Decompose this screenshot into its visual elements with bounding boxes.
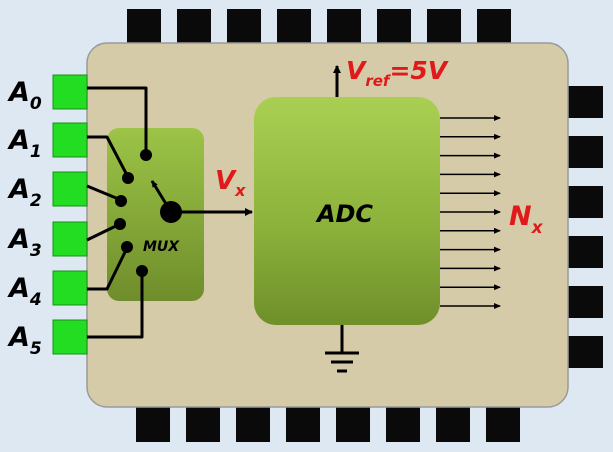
chip-pin-bottom	[236, 407, 270, 442]
input-label-a4: A4	[7, 273, 42, 310]
mux-label: MUX	[143, 239, 180, 255]
input-label-a5: A5	[7, 322, 42, 359]
input-label-sub: 5	[30, 339, 42, 359]
input-label-base: A	[7, 273, 30, 304]
wire-a4	[87, 247, 129, 291]
input-label-base: A	[7, 224, 30, 255]
wire-a0	[87, 86, 148, 155]
chip-pin-right	[568, 286, 603, 318]
chip-pin-right	[568, 336, 603, 368]
chip-pin-bottom	[186, 407, 220, 442]
input-pins	[52, 74, 88, 355]
input-pin-a3	[52, 221, 88, 257]
mux-common-node	[160, 201, 182, 223]
wire-a2	[86, 184, 122, 202]
mux-contact-4	[121, 241, 133, 253]
input-wires	[86, 86, 148, 339]
vx-label: Vx	[215, 166, 246, 200]
chip-pin-bottom	[486, 407, 520, 442]
nx-label: Nx	[509, 201, 544, 238]
vref-value: =5V	[389, 56, 448, 85]
chip-pin-top	[327, 9, 361, 43]
vref-label: Vref=5V	[346, 56, 449, 90]
ground-symbol	[325, 325, 359, 373]
chip-pin-right	[568, 236, 603, 268]
wire-a1	[87, 135, 130, 178]
input-label-a0: A0	[7, 77, 42, 114]
mux-contact-2	[115, 195, 127, 207]
input-label-a2: A2	[7, 174, 42, 211]
input-label-sub: 0	[30, 94, 42, 114]
mux-contact-3	[114, 218, 126, 230]
chip-pin-top	[427, 9, 461, 43]
input-label-a1: A1	[7, 125, 42, 162]
input-label-base: A	[7, 125, 30, 156]
vref-sub: ref	[365, 72, 392, 90]
chip-pin-bottom	[286, 407, 320, 442]
chip-pin-right	[568, 136, 603, 168]
chip-pin-top	[177, 9, 211, 43]
input-label-a3: A3	[7, 224, 42, 261]
input-label-base: A	[7, 322, 30, 353]
chip-pin-bottom	[436, 407, 470, 442]
input-pin-a0	[52, 74, 88, 110]
nx-base: N	[509, 201, 532, 232]
chip-pin-right	[568, 86, 603, 118]
input-label-base: A	[7, 77, 30, 108]
mux-contact-1	[122, 172, 134, 184]
chip-pins-right	[568, 86, 603, 368]
input-label-sub: 2	[30, 191, 42, 211]
chip-pin-top	[127, 9, 161, 43]
chip-pin-top	[477, 9, 511, 43]
chip-pin-top	[377, 9, 411, 43]
vx-base: V	[215, 166, 237, 196]
wire-a3	[86, 222, 121, 242]
chip-pins-bottom	[136, 407, 520, 442]
chip-pin-bottom	[386, 407, 420, 442]
input-pin-a1	[52, 122, 88, 158]
input-pin-a5	[52, 319, 88, 355]
chip-pin-bottom	[336, 407, 370, 442]
mux-block	[107, 128, 204, 301]
mux-contact-5	[136, 265, 148, 277]
chip-pin-bottom	[136, 407, 170, 442]
chip-pin-top	[277, 9, 311, 43]
vref-base: V	[346, 56, 367, 85]
input-label-sub: 1	[30, 142, 42, 162]
input-label-sub: 4	[29, 290, 42, 310]
mux-contacts	[114, 149, 152, 277]
input-pin-a4	[52, 270, 88, 306]
input-label-sub: 3	[30, 241, 42, 261]
mux-contact-0	[140, 149, 152, 161]
input-label-base: A	[7, 174, 30, 205]
nx-sub: x	[531, 218, 544, 238]
chip-pin-top	[227, 9, 261, 43]
chip-pins-top	[127, 9, 511, 43]
wire-a5	[87, 272, 144, 339]
adc-block	[254, 97, 440, 325]
output-lines	[440, 115, 501, 309]
adc-label: ADC	[315, 200, 373, 228]
chip-pin-right	[568, 186, 603, 218]
vx-sub: x	[234, 181, 246, 200]
input-pin-a2	[52, 171, 88, 207]
